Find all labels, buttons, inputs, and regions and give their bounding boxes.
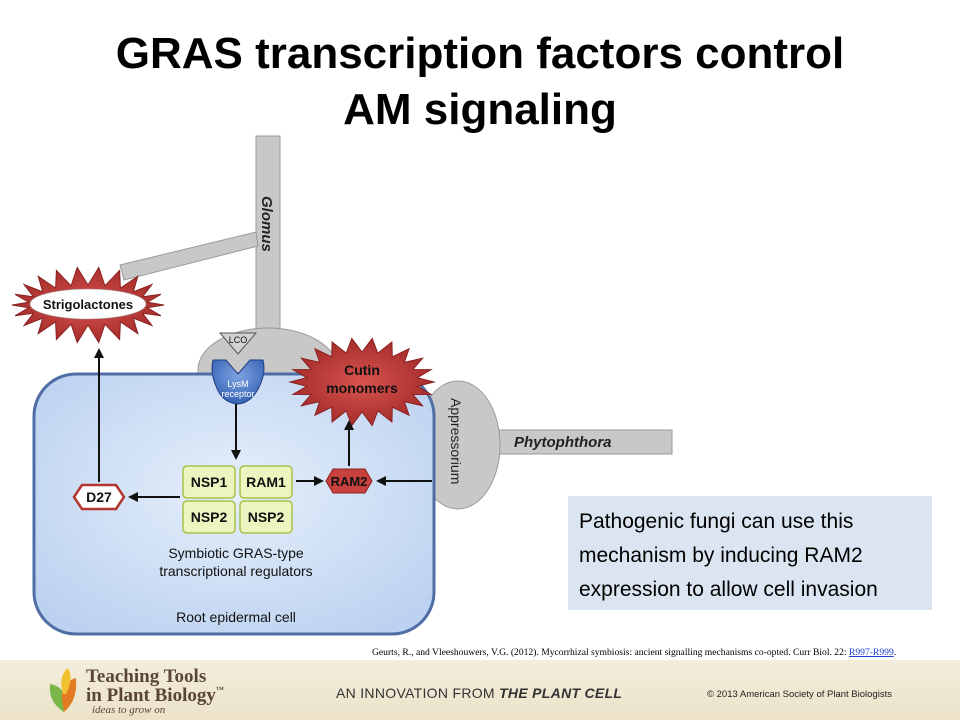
citation-link[interactable]: R997-R999: [848, 647, 894, 658]
lysm-label-line-2: receptor: [221, 389, 254, 399]
nsp2-box-left: NSP2: [182, 500, 236, 534]
strigolactones-burst: Strigolactones: [11, 266, 165, 344]
ram2-label: RAM2: [331, 474, 368, 489]
pathogen-callout: Pathogenic fungi can use this mechanism …: [568, 496, 932, 610]
copyright: © 2013 American Society of Plant Biologi…: [707, 689, 892, 700]
brand-line-2-text: in Plant Biology: [86, 685, 216, 706]
innovation-prefix: AN INNOVATION FROM: [336, 685, 500, 701]
leaf-logo-icon: [49, 668, 77, 712]
lysm-label-line-1: LysM: [227, 379, 248, 389]
ram2-hexagon: RAM2: [325, 468, 373, 494]
cell-label: Root epidermal cell: [176, 609, 296, 625]
title-line-1: GRAS transcription factors control: [115, 29, 845, 78]
d27-label: D27: [86, 489, 112, 505]
phytophthora-hypha: [415, 380, 673, 510]
strigolactones-label: Strigolactones: [43, 297, 133, 312]
slide-title: GRAS transcription factors control AM si…: [0, 26, 960, 138]
nsp2-label-left: NSP2: [191, 509, 228, 525]
ram1-box: RAM1: [239, 465, 293, 499]
glomus-label: Glomus: [258, 196, 275, 252]
citation-text: Geurts, R., and Vleeshouwers, V.G. (2012…: [372, 647, 849, 658]
cutin-label-line-1: Cutin: [344, 362, 380, 378]
callout-line-3: expression to allow cell invasion: [579, 578, 878, 601]
nsp2-label-right: NSP2: [248, 509, 285, 525]
nsp1-box: NSP1: [182, 465, 236, 499]
d27-hexagon: D27: [72, 483, 126, 511]
appressorium-label: Appressorium: [448, 398, 464, 484]
title-line-2: AM signaling: [343, 85, 617, 134]
innovation-journal: THE PLANT CELL: [499, 685, 623, 701]
lco-ligand: LCO: [218, 332, 258, 355]
citation-end: .: [893, 647, 897, 658]
nsp1-label: NSP1: [191, 474, 228, 490]
gras-label-line-1: Symbiotic GRAS-type: [168, 545, 304, 561]
ram1-label: RAM1: [246, 474, 286, 490]
brand-tagline: ideas to grow on: [92, 704, 166, 716]
callout-line-2: mechanism by inducing RAM2: [579, 544, 863, 567]
lco-label: LCO: [229, 335, 248, 345]
innovation-line: AN INNOVATION FROM THE PLANT CELL: [336, 685, 622, 701]
brand-trademark: ™: [215, 685, 224, 694]
signaling-diagram: Glomus Appressorium Phytophthora Strigol…: [11, 135, 673, 636]
phytophthora-label: Phytophthora: [514, 434, 612, 451]
nsp2-box-right: NSP2: [239, 500, 293, 534]
brand-line-2: in Plant Biology™: [86, 685, 224, 707]
gras-label-line-2: transcriptional regulators: [159, 563, 312, 579]
cutin-label-line-2: monomers: [326, 380, 398, 396]
footer-bar: Teaching Tools in Plant Biology™ ideas t…: [0, 660, 960, 720]
citation: Geurts, R., and Vleeshouwers, V.G. (2012…: [372, 647, 950, 658]
lysm-receptor: LysM receptor: [211, 359, 265, 405]
callout-line-1: Pathogenic fungi can use this: [579, 510, 854, 533]
brand-line-1: Teaching Tools: [86, 666, 207, 687]
cutin-monomers-burst: Cutin monomers: [288, 337, 436, 427]
